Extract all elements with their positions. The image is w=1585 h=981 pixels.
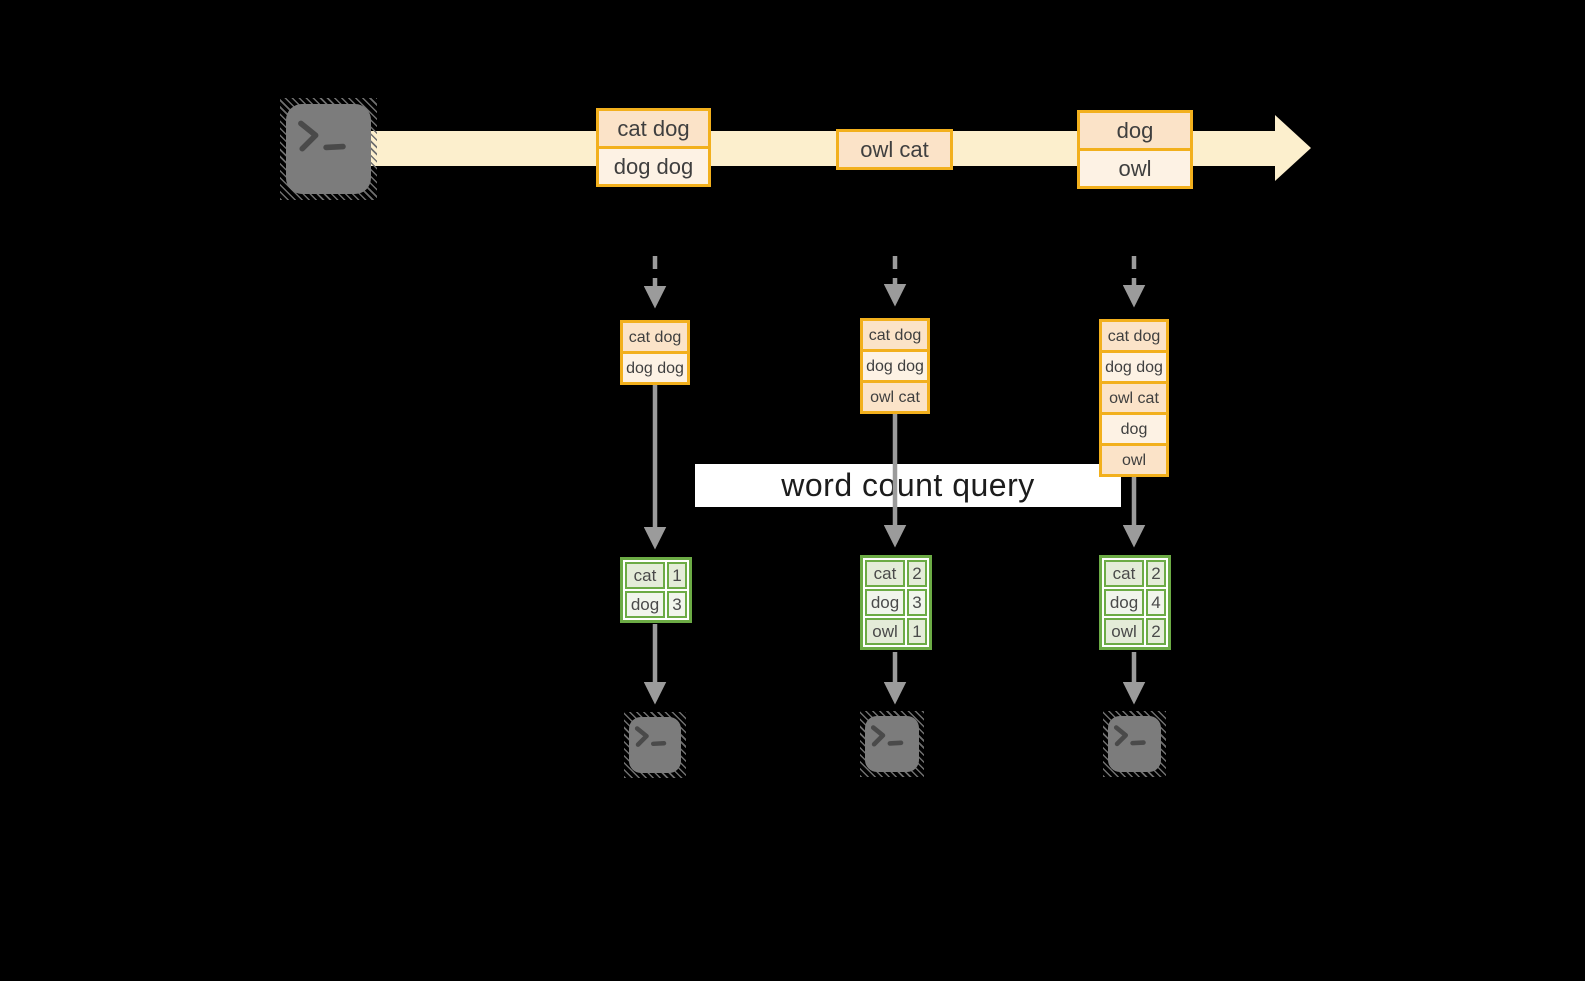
count-word: dog: [865, 589, 905, 616]
terminal-icon: [860, 711, 924, 777]
query-banner: word count query: [695, 464, 1121, 507]
buffer-record: owl cat: [1099, 381, 1169, 415]
stream-record-line: cat dog: [596, 108, 711, 149]
buffer-record: owl: [1099, 443, 1169, 477]
stream-record-line: owl cat: [836, 129, 953, 170]
count-table: cat 2 dog 3 owl 1: [860, 555, 932, 650]
count-value: 1: [907, 618, 927, 645]
count-word: owl: [1104, 618, 1144, 645]
count-row: dog 3: [625, 591, 687, 618]
task-buffer: cat dog dog dog owl cat: [860, 318, 930, 414]
count-row: cat 2: [1104, 560, 1166, 587]
count-row: owl 1: [865, 618, 927, 645]
count-word: dog: [1104, 589, 1144, 616]
stream-arrowhead: [1275, 115, 1311, 181]
count-value: 3: [667, 591, 687, 618]
buffer-record: cat dog: [620, 320, 690, 354]
terminal-prompt-glyph: [871, 725, 904, 747]
count-word: cat: [1104, 560, 1144, 587]
count-word: cat: [865, 560, 905, 587]
buffer-record: cat dog: [860, 318, 930, 352]
count-table: cat 1 dog 3: [620, 557, 692, 623]
terminal-prompt-glyph: [297, 120, 346, 152]
count-row: cat 2: [865, 560, 927, 587]
terminal-prompt-glyph: [634, 726, 667, 748]
stream-record: owl cat: [836, 129, 953, 170]
buffer-record: owl cat: [860, 380, 930, 414]
count-table: cat 2 dog 4 owl 2: [1099, 555, 1171, 650]
task-buffer: cat dog dog dog owl cat dog owl: [1099, 319, 1169, 477]
count-row: owl 2: [1104, 618, 1166, 645]
stream-record-line: owl: [1077, 148, 1193, 189]
buffer-record: dog: [1099, 412, 1169, 446]
buffer-record: dog dog: [620, 351, 690, 385]
buffer-record: cat dog: [1099, 319, 1169, 353]
terminal-prompt-glyph: [1113, 725, 1146, 747]
query-banner-label: word count query: [781, 467, 1035, 503]
count-value: 2: [1146, 618, 1166, 645]
buffer-record: dog dog: [860, 349, 930, 383]
stream-record-line: dog: [1077, 110, 1193, 151]
stream-record: dog owl: [1077, 110, 1193, 189]
count-row: dog 4: [1104, 589, 1166, 616]
terminal-icon: [1103, 711, 1166, 777]
stream-record-line: dog dog: [596, 146, 711, 187]
count-value: 2: [907, 560, 927, 587]
count-value: 3: [907, 589, 927, 616]
count-word: cat: [625, 562, 665, 589]
count-value: 2: [1146, 560, 1166, 587]
task-buffer: cat dog dog dog: [620, 320, 690, 385]
terminal-icon: [624, 712, 686, 778]
count-value: 1: [667, 562, 687, 589]
count-value: 4: [1146, 589, 1166, 616]
buffer-record: dog dog: [1099, 350, 1169, 384]
stream-record: cat dog dog dog: [596, 108, 711, 187]
count-word: dog: [625, 591, 665, 618]
terminal-icon: [280, 98, 377, 200]
count-row: cat 1: [625, 562, 687, 589]
count-row: dog 3: [865, 589, 927, 616]
count-word: owl: [865, 618, 905, 645]
